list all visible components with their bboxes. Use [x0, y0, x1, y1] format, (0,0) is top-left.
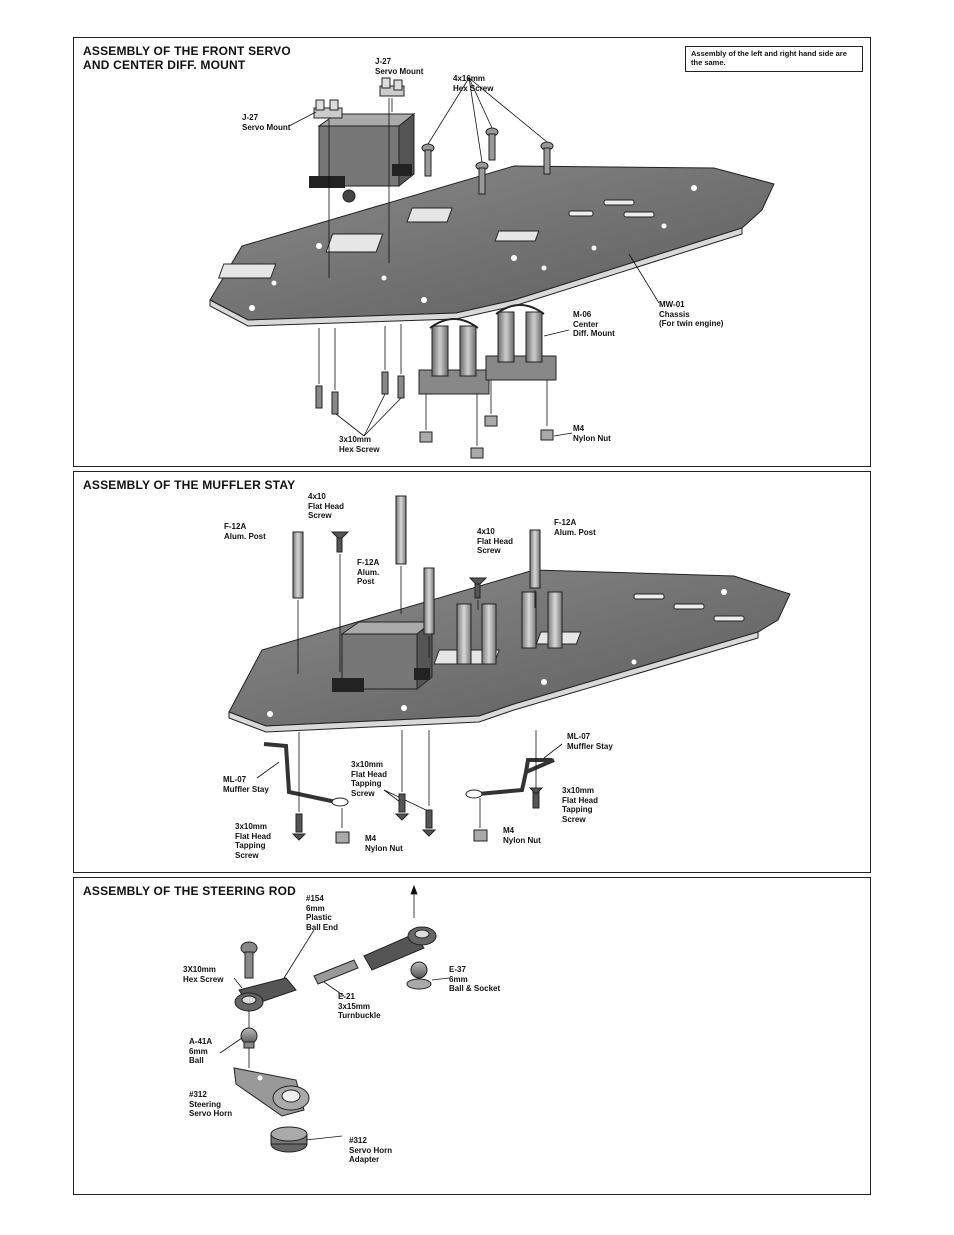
muffler-stay-diagram: [228, 495, 791, 844]
ball-end-label: #154 6mm Plastic Ball End: [306, 894, 339, 932]
j27-top-label: J-27 Servo Mount: [375, 57, 424, 76]
diff-mounts-2: [456, 591, 563, 665]
flat-4x10-left-label: 4x10 Flat Head Screw: [308, 492, 345, 520]
e21-label: E-21 3x15mm Turnbuckle: [338, 992, 381, 1020]
m4-nut-label: M4 Nylon Nut: [573, 424, 611, 443]
tap-mid-label: 3x10mm Flat Head Tapping Screw: [351, 760, 388, 798]
muffler-stay-title: ASSEMBLY OF THE MUFFLER STAY: [83, 478, 296, 492]
muffler-stay-right: [477, 758, 555, 796]
servo-horn-adapter: [270, 1126, 308, 1153]
plastic-ball-end-right: [363, 926, 437, 971]
ml07-right-label: ML-07 Muffler Stay: [567, 732, 613, 751]
flat-head-screws-4x10: [330, 531, 488, 599]
f12a-mid-label: F-12A Alum. Post: [357, 558, 380, 586]
front-servo-panel: ASSEMBLY OF THE FRONT SERVO AND CENTER D…: [73, 37, 871, 467]
nylon-nuts-2: [335, 829, 488, 844]
muffler-stay-left: [263, 742, 337, 804]
j27-mount-left: [313, 99, 343, 119]
adapter-label: #312 Servo Horn Adapter: [349, 1136, 393, 1164]
e37-label: E-37 6mm Ball & Socket: [449, 965, 501, 993]
ball-and-socket: [406, 961, 432, 990]
f12a-left-label: F-12A Alum. Post: [224, 522, 266, 541]
chassis-plate: [209, 165, 775, 327]
front-servo-title: ASSEMBLY OF THE FRONT SERVO AND CENTER D…: [83, 44, 291, 72]
tap-left-label: 3x10mm Flat Head Tapping Screw: [235, 822, 272, 860]
6mm-ball: [240, 1027, 258, 1049]
f12a-right-label: F-12A Alum. Post: [554, 518, 596, 537]
plastic-ball-end-left: [234, 977, 297, 1012]
muffler-stay-panel: ASSEMBLY OF THE MUFFLER STAY: [73, 471, 871, 873]
horn-label: #312 Steering Servo Horn: [189, 1090, 233, 1118]
center-diff-mount-right: [485, 304, 557, 381]
nylon-nuts: [419, 415, 554, 459]
nut-left-label: M4 Nylon Nut: [365, 834, 403, 853]
hex-screws-4x16: [421, 127, 554, 195]
mw01-label: MW-01 Chassis (For twin engine): [659, 300, 724, 328]
steering-rod-title: ASSEMBLY OF THE STEERING ROD: [83, 884, 296, 898]
center-diff-mount-left: [418, 318, 490, 395]
hex-screw-3x10-icon: [240, 941, 258, 979]
a41a-label: A-41A 6mm Ball: [189, 1037, 213, 1065]
chassis-plate-2: [228, 569, 791, 733]
m06-label: M-06 Center Diff. Mount: [573, 310, 615, 338]
servo-2: [332, 620, 434, 692]
hex-4x16-label: 4x16mm Hex Screw: [453, 74, 494, 93]
steering-rod-panel: ASSEMBLY OF THE STEERING ROD: [73, 877, 871, 1195]
leader-lines-top: [288, 77, 660, 337]
front-servo-diagram: [209, 77, 775, 459]
alum-posts: [292, 495, 541, 635]
hex-screws-3x10: [315, 371, 405, 415]
j27-mount-top: [379, 77, 405, 97]
leader-lines-bottom: [318, 324, 548, 446]
j27-left-label: J-27 Servo Mount: [242, 113, 291, 132]
steering-rod-diagram: [219, 884, 450, 1153]
flat-4x10-right-label: 4x10 Flat Head Screw: [477, 527, 514, 555]
hex-3x10-label: 3x10mm Hex Screw: [339, 435, 380, 454]
tapping-screws: [291, 787, 544, 841]
assembly-note: Assembly of the left and right hand side…: [685, 46, 863, 72]
steering-servo-horn: [233, 1067, 310, 1117]
hex-3x10-steer-label: 3X10mm Hex Screw: [183, 965, 224, 984]
nut-right-label: M4 Nylon Nut: [503, 826, 541, 845]
tap-right-label: 3x10mm Flat Head Tapping Screw: [562, 786, 599, 824]
turnbuckle: [313, 959, 359, 985]
servo: [309, 112, 416, 203]
ml07-left-label: ML-07 Muffler Stay: [223, 775, 269, 794]
